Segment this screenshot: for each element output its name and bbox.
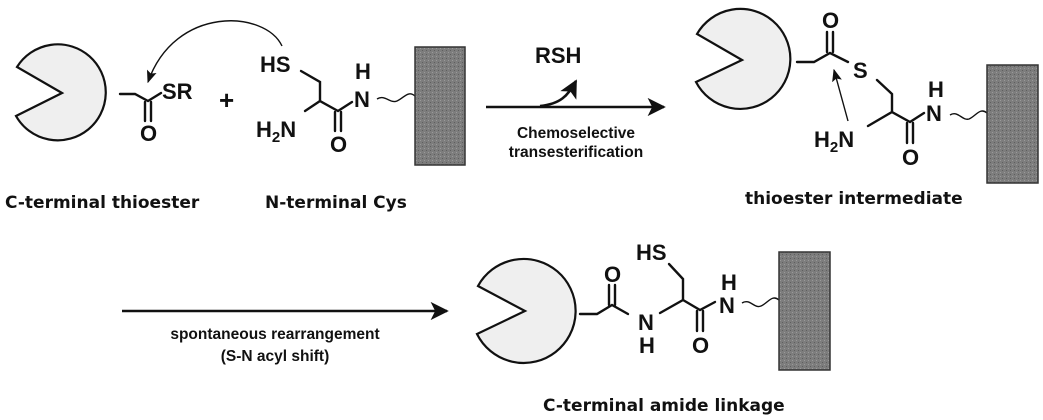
amide-product: O N H HS O H N bbox=[475, 240, 831, 371]
protein-pacman-icon bbox=[14, 43, 107, 142]
protein-pacman-icon bbox=[475, 257, 577, 365]
bond bbox=[303, 99, 322, 113]
label-c-terminal-amide-linkage: C-terminal amide linkage bbox=[543, 396, 785, 416]
atom-h: H bbox=[355, 59, 371, 84]
byproduct-release-arrow bbox=[539, 79, 578, 108]
atom-hs: HS bbox=[636, 240, 667, 265]
thioester-intermediate: O S H2N O H N bbox=[694, 7, 1039, 184]
atom-o: O bbox=[604, 262, 621, 287]
step1-arrow: RSH Chemoselective transesterification bbox=[486, 43, 666, 161]
atom-h2n: H2N bbox=[814, 127, 854, 156]
step1-condition-line2: transesterification bbox=[509, 144, 643, 161]
atom-sr: SR bbox=[162, 79, 193, 104]
step2-arrow: spontaneous rearrangement (S-N acyl shif… bbox=[122, 301, 449, 365]
step2-condition-line2: (S-N acyl shift) bbox=[221, 348, 330, 365]
atom-o: O bbox=[902, 145, 919, 170]
label-thioester-intermediate: thioester intermediate bbox=[745, 189, 963, 209]
thioester-reactant: SR O bbox=[14, 20, 283, 146]
atom-o: O bbox=[330, 132, 347, 157]
linker-wavy-line bbox=[741, 297, 780, 308]
atom-o: O bbox=[692, 333, 709, 358]
atom-amide-h: H bbox=[639, 333, 655, 358]
bond bbox=[578, 303, 630, 316]
plus-sign: + bbox=[219, 85, 234, 115]
linker-wavy-line bbox=[949, 110, 988, 120]
atom-n: N bbox=[926, 101, 942, 126]
bond bbox=[658, 298, 685, 315]
bond bbox=[299, 69, 354, 113]
attack-arrow bbox=[832, 68, 849, 122]
bond bbox=[795, 51, 850, 64]
atom-o: O bbox=[822, 8, 839, 33]
step1-condition-line1: Chemoselective bbox=[517, 125, 635, 142]
protein-pacman-icon bbox=[694, 7, 792, 110]
label-n-terminal-cys: N-terminal Cys bbox=[265, 193, 407, 213]
cysteine-reactant: HS H2N O H N bbox=[256, 46, 466, 166]
linker-wavy-line bbox=[376, 93, 416, 103]
bond bbox=[866, 110, 894, 128]
atom-n: N bbox=[354, 87, 370, 112]
solid-support-box bbox=[986, 64, 1039, 184]
label-c-terminal-thioester: C-terminal thioester bbox=[5, 193, 200, 213]
atom-o: O bbox=[140, 121, 157, 146]
bond bbox=[118, 91, 163, 103]
solid-support-box bbox=[778, 251, 831, 371]
atom-s: S bbox=[853, 58, 868, 83]
atom-hs: HS bbox=[260, 52, 291, 77]
atom-amide-n: N bbox=[638, 310, 654, 335]
atom-h: H bbox=[928, 77, 944, 102]
atom-h2n: H2N bbox=[256, 117, 296, 146]
atom-n: N bbox=[719, 293, 735, 318]
byproduct-rsh: RSH bbox=[535, 43, 581, 68]
atom-h: H bbox=[721, 270, 737, 295]
solid-support-box bbox=[414, 46, 466, 166]
step2-condition-line1: spontaneous rearrangement bbox=[170, 326, 379, 343]
nucleophilic-attack-arrow bbox=[147, 20, 283, 84]
